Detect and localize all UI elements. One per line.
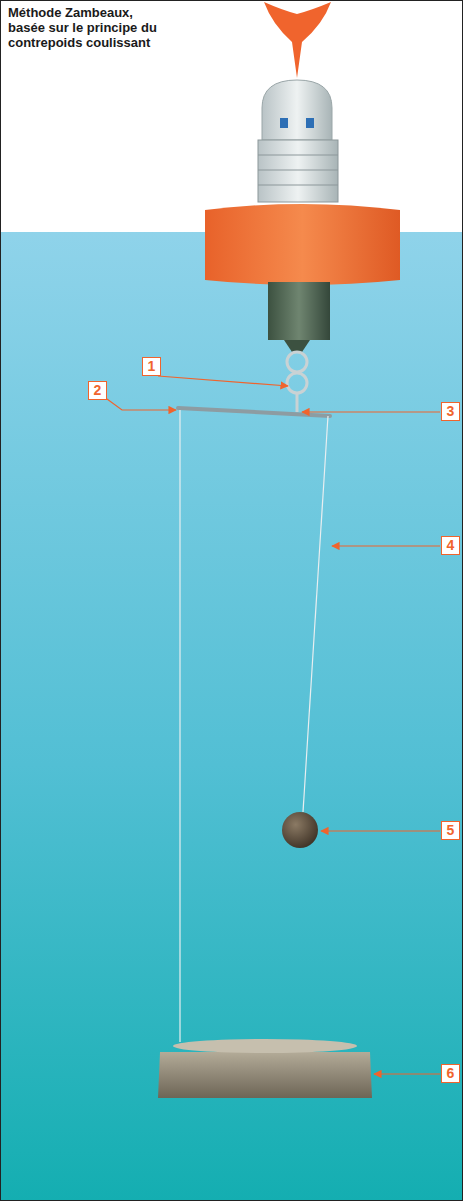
callout-number: 2 (88, 381, 107, 400)
mooring-line (179, 410, 180, 1042)
shackle-ring (287, 352, 307, 372)
anchor-top (173, 1039, 357, 1053)
transparent-dome (262, 80, 332, 140)
counterweight (282, 812, 318, 848)
swivel (296, 393, 299, 412)
leader-line (321, 830, 440, 831)
callout-number: 3 (441, 402, 460, 421)
leader-line (332, 545, 440, 546)
counterweight-line (303, 416, 328, 812)
wind-vane (264, 2, 331, 78)
sensor (306, 118, 314, 128)
callout-number: 4 (441, 536, 460, 555)
leader-line (302, 411, 440, 412)
water (0, 232, 463, 1201)
leader-line (158, 376, 288, 386)
leader-line (107, 399, 176, 410)
callout-number: 5 (441, 821, 460, 840)
shackle-ring (287, 373, 307, 393)
callout-number: 1 (142, 357, 161, 376)
buoy-body (258, 140, 338, 202)
figure-title: Méthode Zambeaux, basée sur le principe … (8, 5, 168, 50)
buoy-hull (268, 282, 330, 340)
float-ring (205, 204, 400, 285)
sensor (280, 118, 288, 128)
callout-number: 6 (441, 1064, 460, 1083)
leader-line (374, 1073, 440, 1074)
anchor-block (158, 1052, 372, 1098)
